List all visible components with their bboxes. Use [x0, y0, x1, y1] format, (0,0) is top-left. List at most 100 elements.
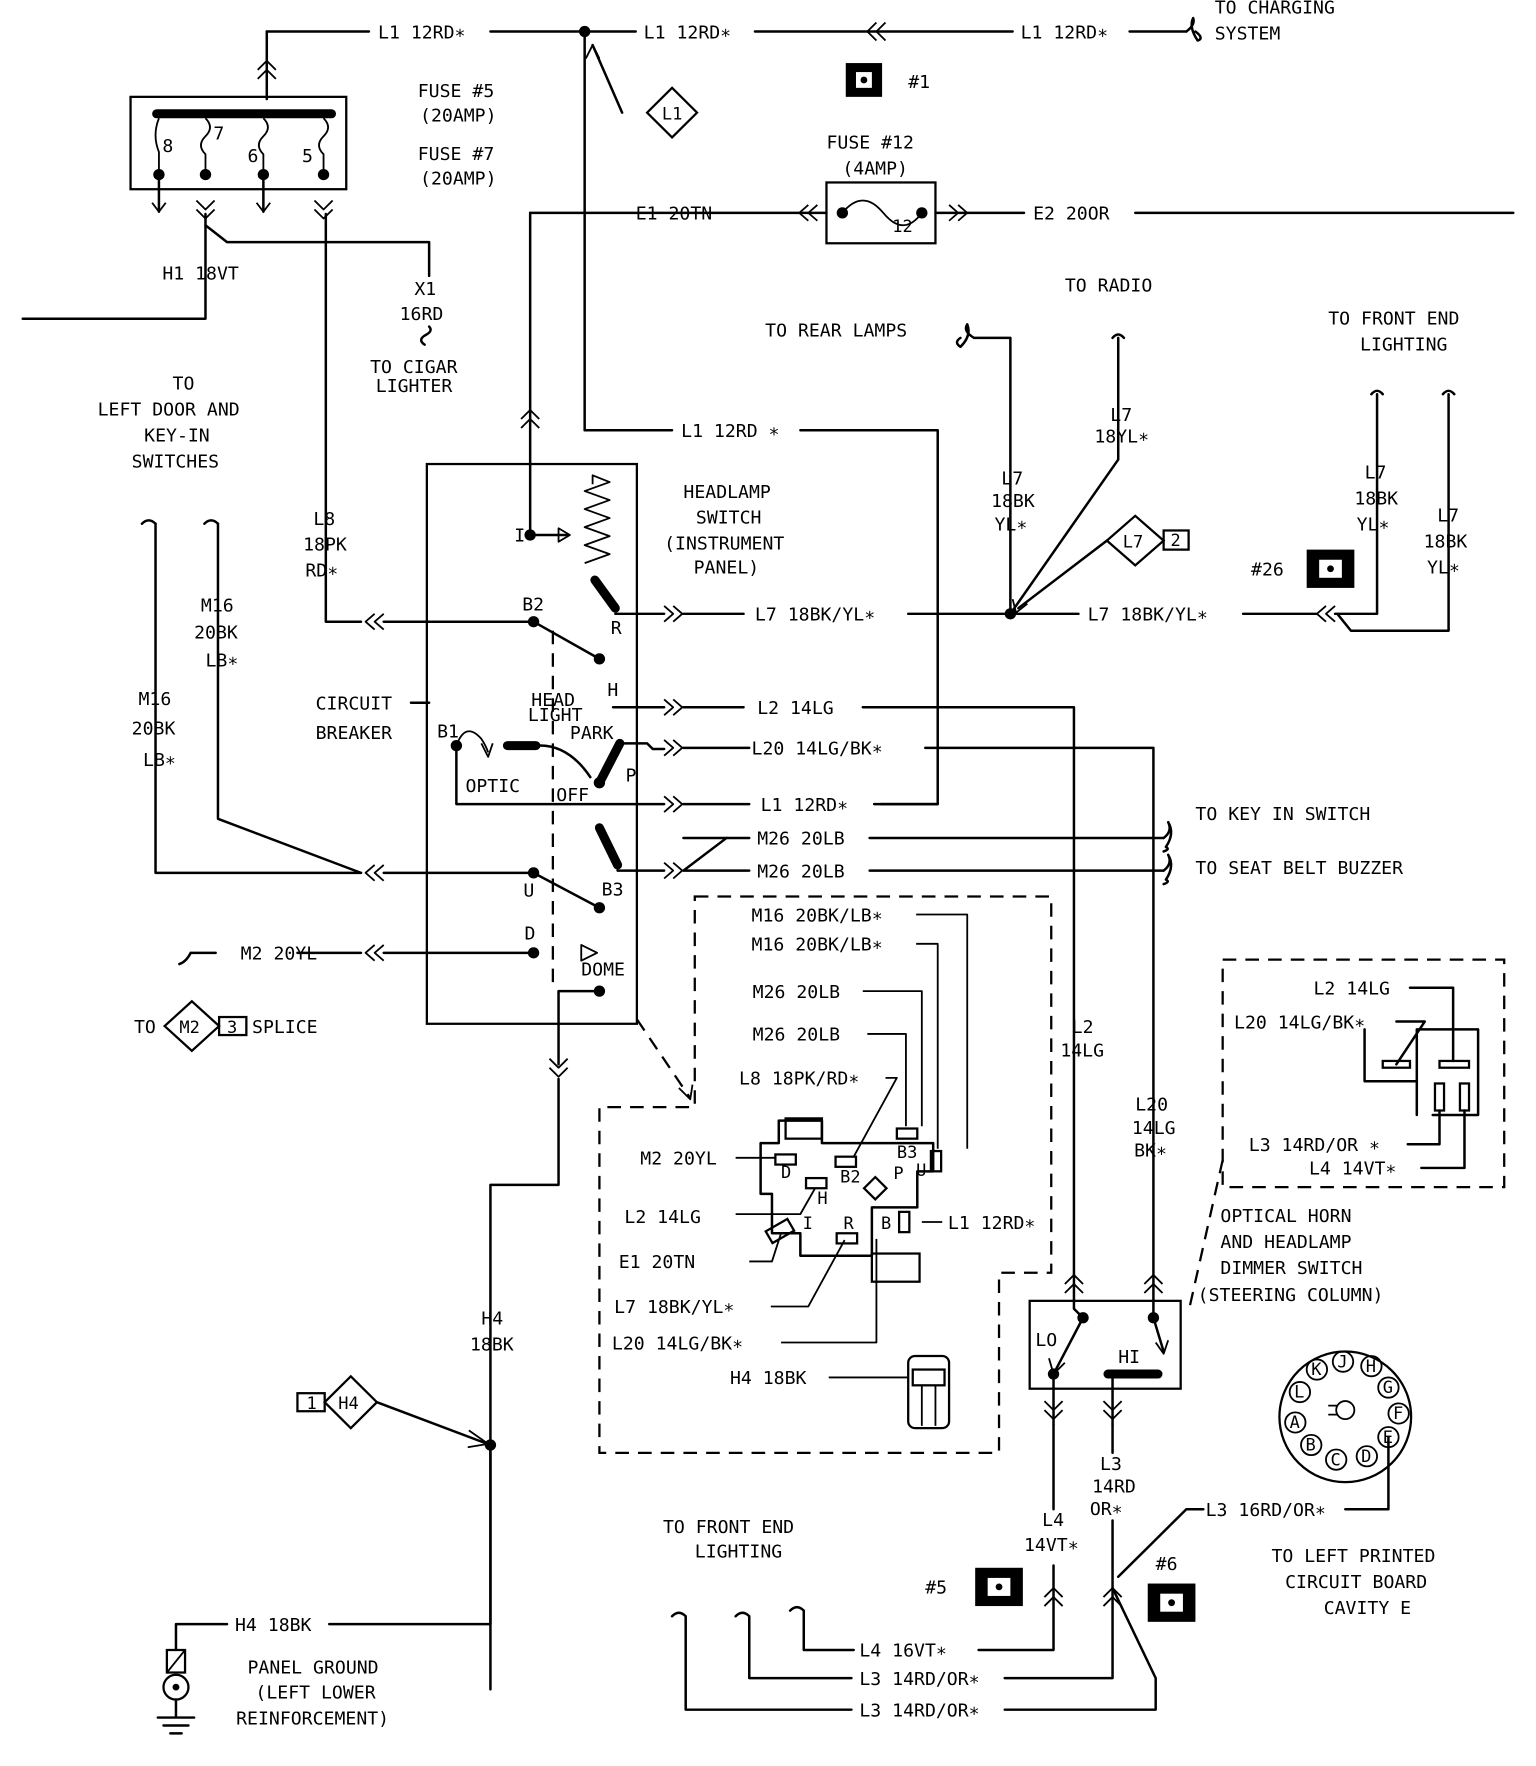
- cavity-e: E: [1383, 1427, 1393, 1447]
- l3-vertical-3: OR∗: [1090, 1499, 1123, 1520]
- connector-6-icon: [1147, 1583, 1196, 1622]
- connector-1-label: #1: [908, 72, 930, 93]
- headlamp-pin-b3: B3: [602, 879, 624, 900]
- front-end-bottom-2: LIGHTING: [695, 1542, 782, 1563]
- l2-label: L2 14LG: [757, 698, 834, 719]
- fuse-block: [129, 95, 348, 220]
- headlamp-pin-p: P: [626, 766, 637, 787]
- connector-26-label: #26: [1251, 560, 1284, 581]
- fuse-block-8: 8: [162, 136, 173, 157]
- l7-front-b-1: L7: [1437, 506, 1459, 527]
- pcb-label-3: CAVITY E: [1324, 1598, 1411, 1619]
- fuse-block-7: 7: [213, 124, 224, 145]
- cavity-d: D: [1361, 1446, 1371, 1466]
- headlamp-park: PARK: [570, 723, 614, 744]
- cavity-g: G: [1383, 1377, 1393, 1397]
- headlamp-optic: OPTIC: [465, 776, 520, 797]
- headlamp-title-4: PANEL): [694, 557, 760, 578]
- l1-middle-label: L1 12RD ∗: [681, 421, 779, 442]
- connector-6-label: #6: [1156, 1554, 1178, 1575]
- panel-ground-label-3: REINFORCEMENT): [236, 1708, 389, 1729]
- cd-l7: L7 18BK/YL∗: [614, 1297, 734, 1318]
- m2-diamond-number: 3: [227, 1017, 237, 1037]
- pcb-label-1: TO LEFT PRINTED: [1271, 1546, 1435, 1567]
- e2-label: E2 20OR: [1033, 204, 1110, 225]
- optical-label-3: DIMMER SWITCH: [1220, 1258, 1362, 1279]
- headlamp-pin-d: D: [524, 923, 535, 944]
- cd-pin-r: R: [843, 1213, 854, 1233]
- dimmer-l3: L3 14RD/OR ∗: [1249, 1135, 1380, 1156]
- rear-lamps-label: TO REAR LAMPS: [765, 321, 907, 342]
- connector-26-icon: [1306, 549, 1355, 588]
- l7-radio-label-a: L7: [1110, 405, 1132, 426]
- l3-bottom-label-a: L3 14RD/OR∗: [859, 1669, 979, 1690]
- l7-front-a-3: YL∗: [1357, 515, 1390, 536]
- m16-a-label-2: 20BK: [132, 718, 176, 739]
- front-end-bottom-1: TO FRONT END: [663, 1517, 794, 1538]
- dimmer-l2: L2 14LG: [1313, 979, 1390, 1000]
- h4-diamond-label: H4: [338, 1393, 359, 1413]
- cd-pin-i: I: [803, 1213, 813, 1233]
- splice-label: SPLICE: [252, 1017, 318, 1038]
- dimmer-hi: HI: [1118, 1347, 1140, 1368]
- door-label-4: SWITCHES: [132, 451, 219, 472]
- l2-vertical-1: L2: [1072, 1017, 1094, 1038]
- connector-5-icon: [975, 1567, 1023, 1607]
- m26-label-b: M26 20LB: [757, 861, 845, 882]
- cavity-j: J: [1337, 1351, 1347, 1371]
- l4-vertical-1: L4: [1042, 1510, 1064, 1531]
- l4-vertical-2: 14VT∗: [1024, 1535, 1079, 1556]
- cd-m16-b: M16 20BK/LB∗: [752, 935, 883, 956]
- cigar-label-2: LIGHTER: [376, 376, 453, 397]
- m16-a-label-1: M16: [139, 689, 172, 710]
- l2-vertical-2: 14LG: [1060, 1041, 1104, 1062]
- l4-bottom-label: L4 16VT∗: [859, 1641, 946, 1662]
- pcb-cavity-icon: [1278, 1350, 1413, 1484]
- fuse-5-rating: (20AMP): [420, 106, 497, 127]
- l3-16-label: L3 16RD/OR∗: [1206, 1500, 1326, 1521]
- cavity-c: C: [1331, 1449, 1341, 1469]
- dimmer-l4: L4 14VT∗: [1309, 1159, 1396, 1180]
- door-label-1: TO: [173, 374, 195, 395]
- optical-label-4: (STEERING COLUMN): [1198, 1285, 1384, 1306]
- cd-e1: E1 20TN: [619, 1252, 696, 1273]
- cavity-a: A: [1290, 1412, 1300, 1432]
- m16-b-label-3: LB∗: [205, 651, 238, 672]
- h4-ground-label: H4 18BK: [235, 1615, 312, 1636]
- cd-pin-b3: B3: [897, 1142, 918, 1162]
- l1-label-c: L1 12RD∗: [1021, 22, 1108, 43]
- charging-label-2: SYSTEM: [1215, 23, 1281, 44]
- fuse-block-6: 6: [247, 146, 258, 167]
- x1-label-b: 16RD: [400, 304, 444, 325]
- l1-top-bus: [257, 16, 1202, 432]
- connector-detail: [598, 895, 1053, 1455]
- fuse-7-rating: (20AMP): [420, 169, 497, 190]
- headlamp-switch: [425, 462, 684, 1691]
- circuit-breaker-label-2: BREAKER: [316, 723, 393, 744]
- headlamp-pin-u: U: [523, 881, 534, 902]
- headlamp-dome: DOME: [581, 959, 625, 980]
- fuse-12-number: 12: [892, 216, 913, 236]
- headlamp-head-2: LIGHT: [528, 705, 583, 726]
- l3-vertical-1: L3: [1100, 1454, 1122, 1475]
- l7-rear-label-a: L7: [1001, 468, 1023, 489]
- cd-pin-p: P: [893, 1163, 903, 1183]
- panel-ground-label-2: (LEFT LOWER: [255, 1682, 375, 1703]
- cd-m16-a: M16 20BK/LB∗: [752, 905, 883, 926]
- cd-l20: L20 14LG/BK∗: [612, 1333, 743, 1354]
- headlamp-pin-b1: B1: [437, 722, 459, 743]
- pcb-label-2: CIRCUIT BOARD: [1285, 1572, 1427, 1593]
- headlamp-title-1: HEADLAMP: [683, 482, 771, 503]
- to-label: TO: [134, 1017, 156, 1038]
- l20-vertical-2: 14LG: [1132, 1118, 1176, 1139]
- key-in-switch-label: TO KEY IN SWITCH: [1195, 804, 1370, 825]
- cd-h4: H4 18BK: [730, 1368, 807, 1389]
- cd-m26-b: M26 20LB: [753, 1025, 841, 1046]
- l7-radio-label-b: 18YL∗: [1094, 427, 1149, 448]
- charging-label-1: TO CHARGING: [1215, 0, 1335, 18]
- cigar-label-1: TO CIGAR: [370, 357, 458, 378]
- fuse-12-rating: (4AMP): [842, 159, 908, 180]
- radio-label: TO RADIO: [1065, 276, 1152, 297]
- cd-pin-u: U: [916, 1160, 926, 1180]
- l20-label: L20 14LG/BK∗: [752, 739, 883, 760]
